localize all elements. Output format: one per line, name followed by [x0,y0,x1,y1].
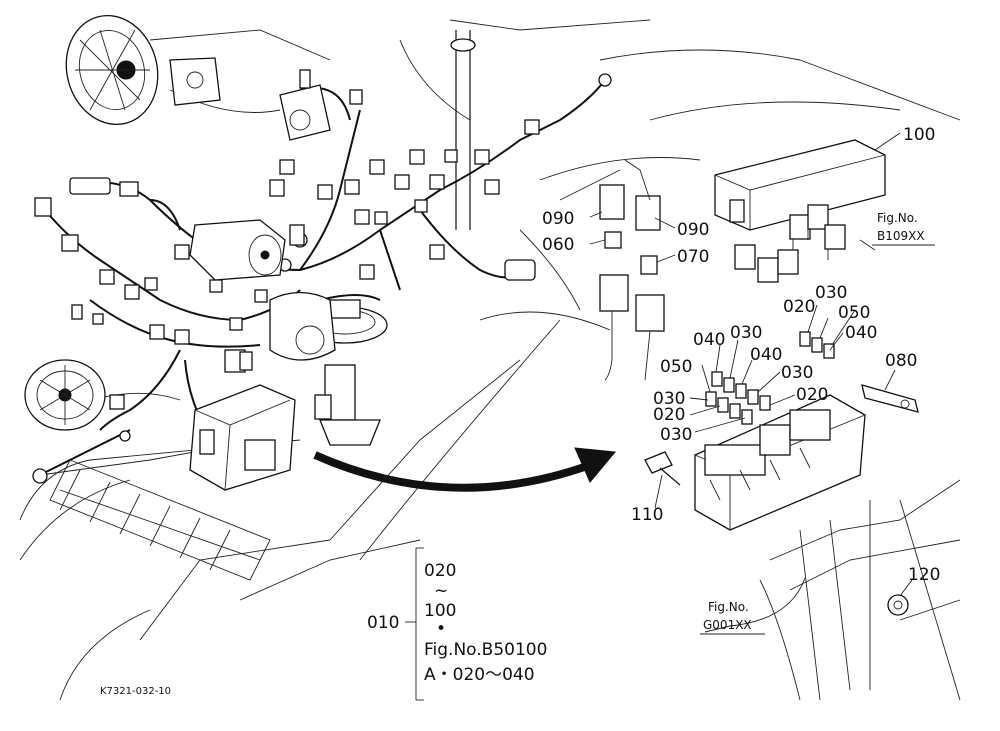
legend-main-number: 010 [367,613,399,633]
legend-range-tilde: ~ [434,581,448,601]
background-frame-lines [19,19,961,701]
fig-ref-b109-line1: Fig.No. [877,211,918,225]
fig-ref-g001-line2: G001XX [703,618,752,632]
bracket-plate [169,57,221,106]
starter-motor [189,219,286,281]
fig-ref-g001: Fig.No. G001XX [700,600,765,635]
callout-050-upper: 050 [838,303,870,323]
callout-030-upper: 030 [815,283,847,303]
callout-090-left: 090 [542,209,574,229]
bolt-110 [644,451,681,486]
callout-050-b: 050 [660,357,692,377]
control-unit [189,384,296,491]
callout-020-a: 020 [796,385,828,405]
callout-080: 080 [885,351,917,371]
callout-030-a: 030 [730,323,762,343]
callout-040-a: 040 [693,330,725,350]
fuse-puller-080 [861,384,919,413]
callout-labels: 100 090 090 060 070 020 030 050 040 080 … [542,125,940,585]
transfer-arrow [313,447,616,492]
grommet-120 [887,594,909,616]
leader-lines [589,132,913,633]
callout-100: 100 [903,125,935,145]
callout-090-right: 090 [677,220,709,240]
fig-ref-b109: Fig.No. B109XX [872,211,935,246]
fig-ref-b109-line2: B109XX [877,229,925,243]
callout-030-b: 030 [781,363,813,383]
fig-ref-g001-line1: Fig.No. [708,600,749,614]
relay-group [734,204,846,283]
blower-fan [24,359,106,431]
callout-110: 110 [631,505,663,525]
image-code: K7321-032-10 [100,686,171,697]
fuel-pump-assembly [269,291,388,446]
callout-040-b: 040 [750,345,782,365]
legend-fig-ref: Fig.No.B50100 [424,640,547,660]
valve-assembly [279,69,331,141]
fuse-holders-060-090 [599,159,665,381]
callout-060: 060 [542,235,574,255]
fuses-020-050 [705,331,835,425]
relay-cover-100 [714,139,886,231]
legend-dot: • [436,619,446,639]
callout-040-upper: 040 [845,323,877,343]
callout-020-b: 020 [653,405,685,425]
callout-070: 070 [677,247,709,267]
assembly-legend: 010 020 ~ 100 • Fig.No.B50100 A・020～040 [367,547,547,701]
legend-range-start: 020 [424,561,456,581]
radiator-fan [65,14,159,126]
callout-030-d: 030 [660,425,692,445]
fuse-box-base [694,394,866,531]
sensors [224,224,536,373]
legend-note: A・020～040 [424,665,535,685]
callout-030-c: 030 [653,389,685,409]
legend-range-end: 100 [424,601,456,621]
callout-120: 120 [908,565,940,585]
callout-020-upper: 020 [783,297,815,317]
